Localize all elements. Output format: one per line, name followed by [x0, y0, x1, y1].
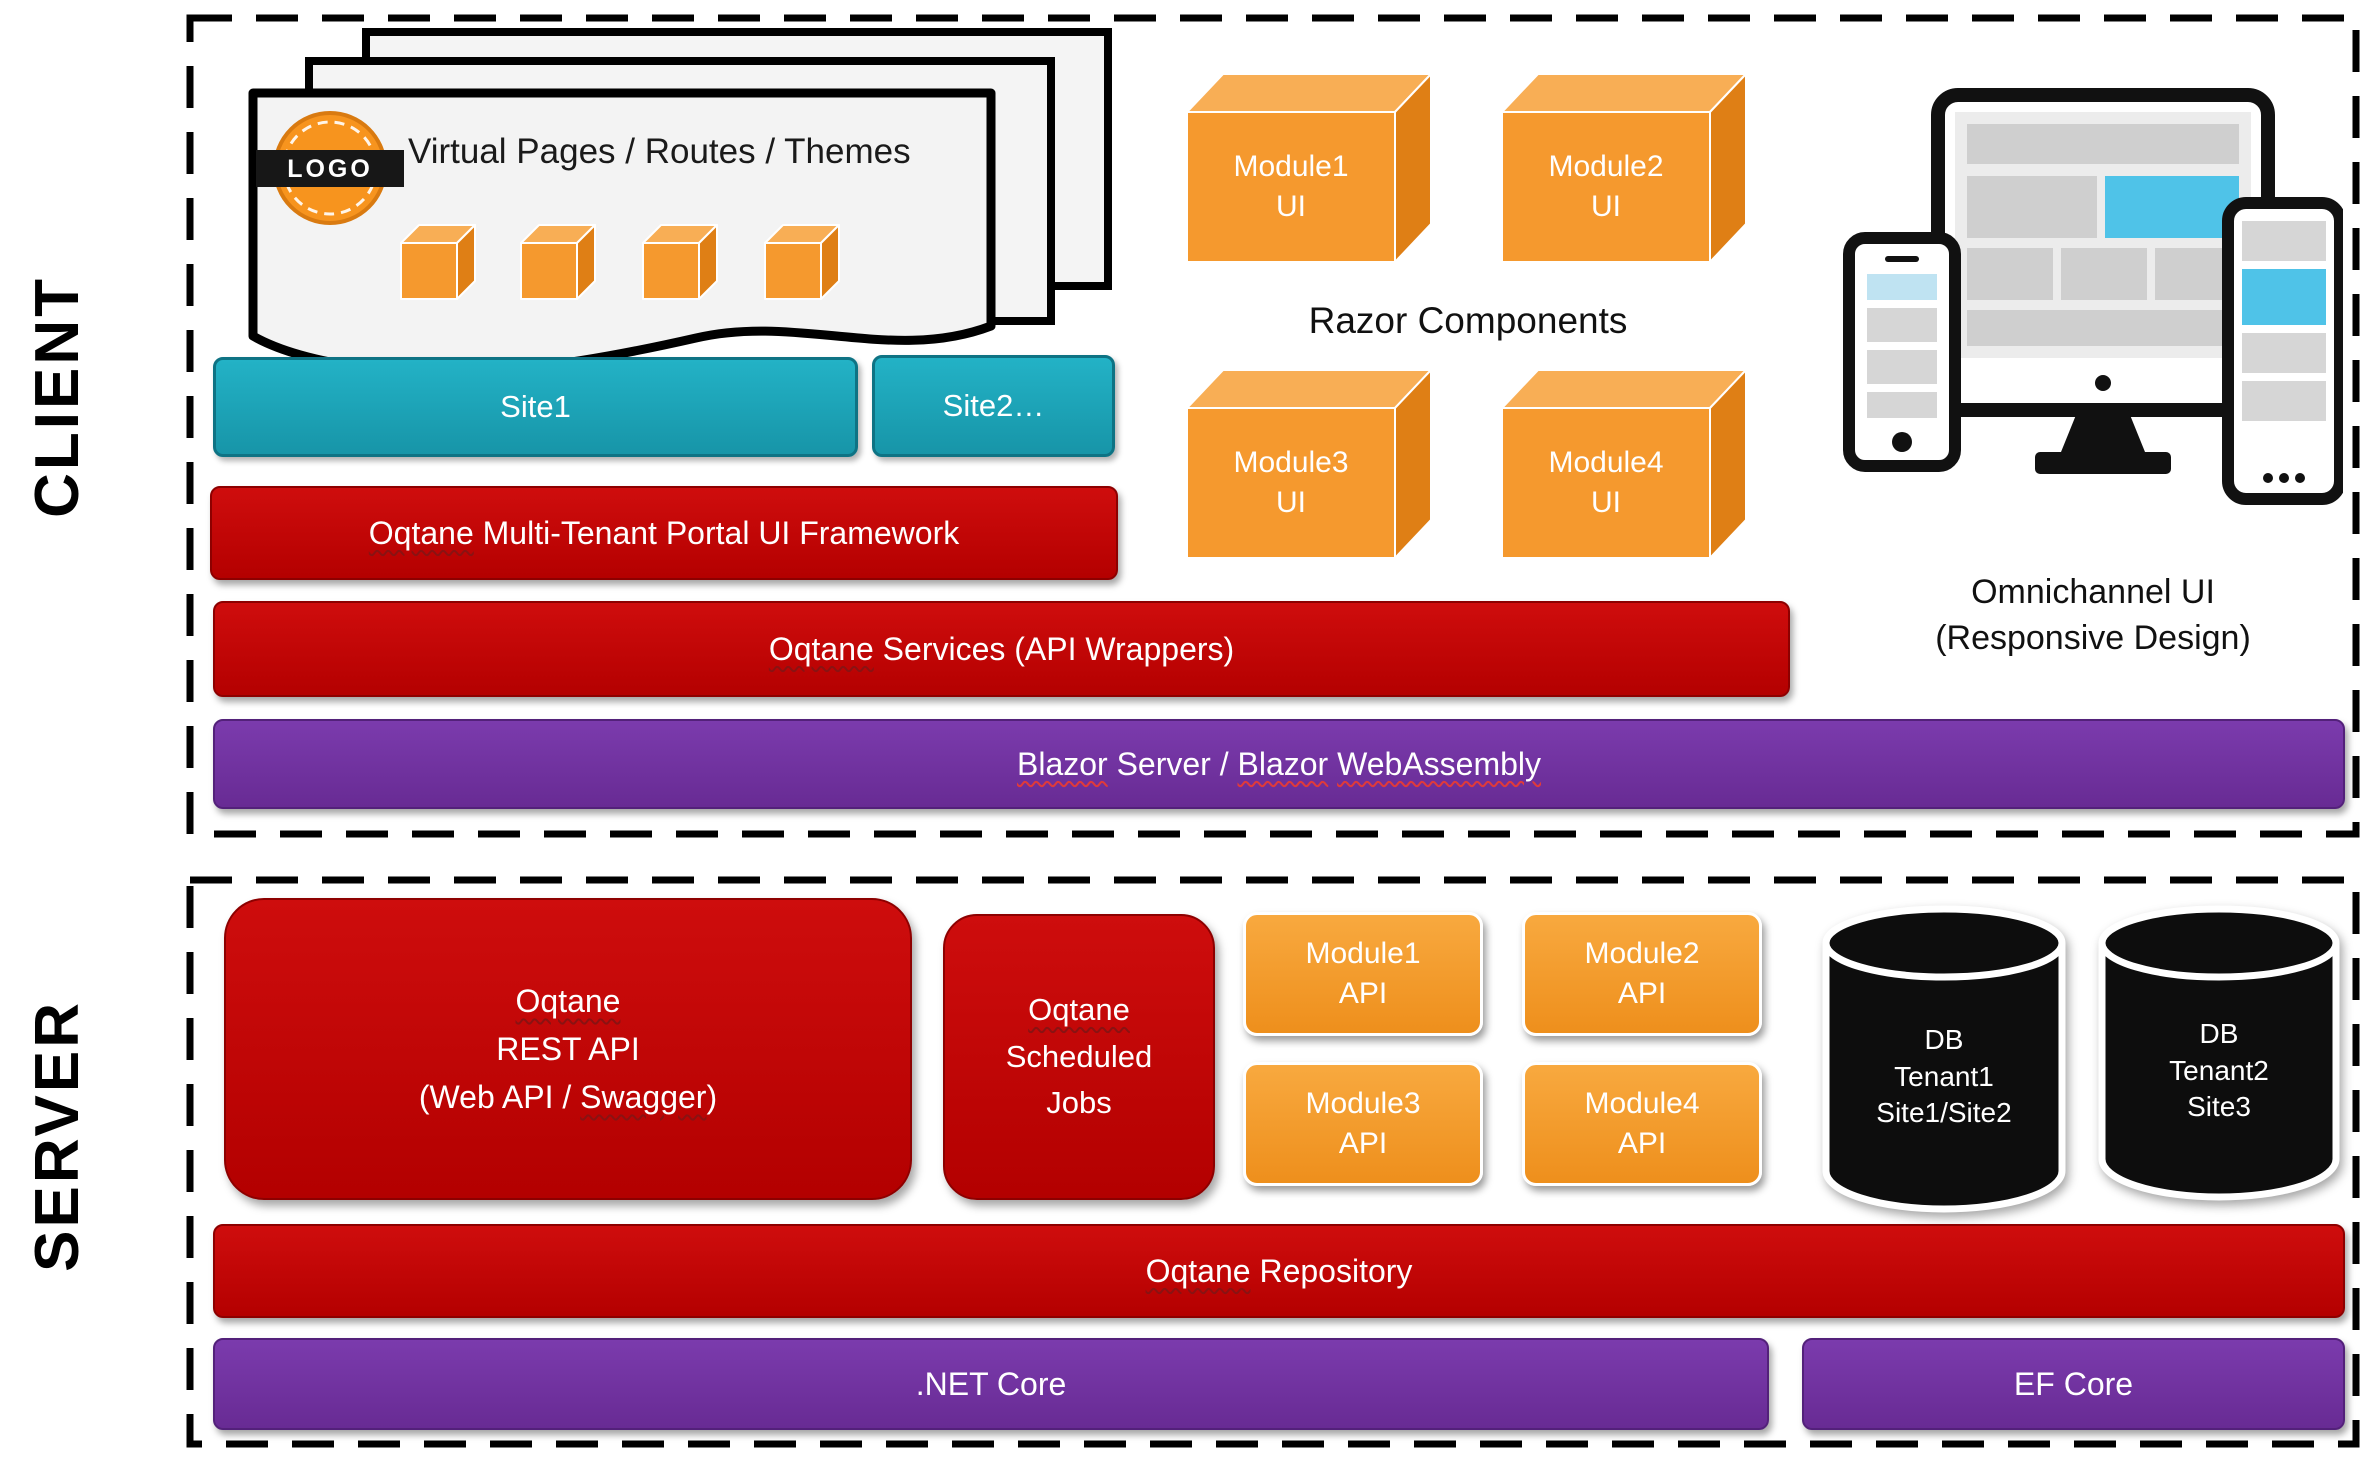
- ef-core-bar: EF Core: [1802, 1338, 2345, 1430]
- omnichannel-caption: Omnichannel UI (Responsive Design): [1935, 573, 2251, 657]
- omnichannel-devices-icon: [1843, 88, 2343, 505]
- page-cube-icon: [642, 224, 718, 300]
- rest-api-box: Oqtane REST API (Web API / Swagger): [224, 898, 912, 1200]
- page-cube-icon: [764, 224, 840, 300]
- services-label: Oqtane Services (API Wrappers): [768, 630, 1235, 667]
- module3-ui-box: Module3 UI: [1183, 366, 1435, 560]
- module2-ui-label: Module2 UI: [1548, 149, 1664, 224]
- virtual-pages-title: Virtual Pages / Routes / Themes: [408, 132, 911, 171]
- services-bar: Oqtane Services (API Wrappers): [213, 601, 1790, 697]
- server-section-label: SERVER: [23, 1000, 92, 1272]
- module4-ui-box: Module4 UI: [1498, 366, 1750, 560]
- site1-label: Site1: [500, 389, 571, 424]
- module1-ui-box: Module1 UI: [1183, 70, 1435, 264]
- site2-label: Site2…: [942, 388, 1045, 423]
- dotnet-core-bar: .NET Core: [213, 1338, 1769, 1430]
- module2-api-label: Module2 API: [1584, 936, 1700, 1011]
- page-cube-icon: [520, 224, 596, 300]
- module2-ui-box: Module2 UI: [1498, 70, 1750, 264]
- module2-api-box: Module2 API: [1522, 912, 1762, 1036]
- client-section-label: CLIENT: [23, 276, 92, 518]
- db-tenant2-label: DB Tenant2 Site3: [2169, 1017, 2269, 1123]
- dotnet-core-label: .NET Core: [915, 1365, 1067, 1402]
- module4-api-label: Module4 API: [1584, 1086, 1700, 1161]
- module4-ui-label: Module4 UI: [1548, 445, 1664, 520]
- page-cube-icon: [400, 224, 476, 300]
- module3-api-label: Module3 API: [1305, 1086, 1421, 1161]
- database-icon: [1822, 905, 2066, 1213]
- scheduled-jobs-label: Oqtane Scheduled Jobs: [1005, 992, 1153, 1121]
- module1-api-label: Module1 API: [1305, 936, 1421, 1011]
- module1-ui-label: Module1 UI: [1233, 149, 1349, 224]
- module3-api-box: Module3 API: [1243, 1062, 1483, 1186]
- rest-api-label: Oqtane REST API (Web API / Swagger): [418, 983, 718, 1115]
- db-tenant2-cylinder: DB Tenant2 Site3: [2096, 903, 2342, 1203]
- cube-icon: [1501, 369, 1747, 559]
- blazor-label: Blazor Server / Blazor WebAssembly: [1016, 745, 1542, 782]
- blazor-bar: Blazor Server / Blazor WebAssembly: [213, 719, 2345, 809]
- repository-bar: Oqtane Repository: [213, 1224, 2345, 1318]
- site2-box: Site2…: [872, 355, 1115, 457]
- logo-badge-icon: LOGO: [256, 111, 404, 225]
- razor-components-title: Razor Components: [1308, 300, 1628, 341]
- logo-text: LOGO: [287, 155, 373, 183]
- db-tenant1-cylinder: DB Tenant1 Site1/Site2: [1820, 903, 2068, 1215]
- db-tenant1-label: DB Tenant1 Site1/Site2: [1876, 1023, 2012, 1129]
- database-icon: [2098, 905, 2340, 1201]
- module4-api-box: Module4 API: [1522, 1062, 1762, 1186]
- module1-api-box: Module1 API: [1243, 912, 1483, 1036]
- cube-icon: [1186, 369, 1432, 559]
- portal-framework-bar: Oqtane Multi-Tenant Portal UI Framework: [210, 486, 1118, 580]
- cube-icon: [1186, 73, 1432, 263]
- cube-icon: [1501, 73, 1747, 263]
- repository-label: Oqtane Repository: [1145, 1252, 1413, 1289]
- ef-core-label: EF Core: [2013, 1365, 2134, 1402]
- module3-ui-label: Module3 UI: [1233, 445, 1349, 520]
- portal-framework-label: Oqtane Multi-Tenant Portal UI Framework: [368, 514, 960, 551]
- scheduled-jobs-box: Oqtane Scheduled Jobs: [943, 914, 1215, 1200]
- site1-box: Site1: [213, 357, 858, 457]
